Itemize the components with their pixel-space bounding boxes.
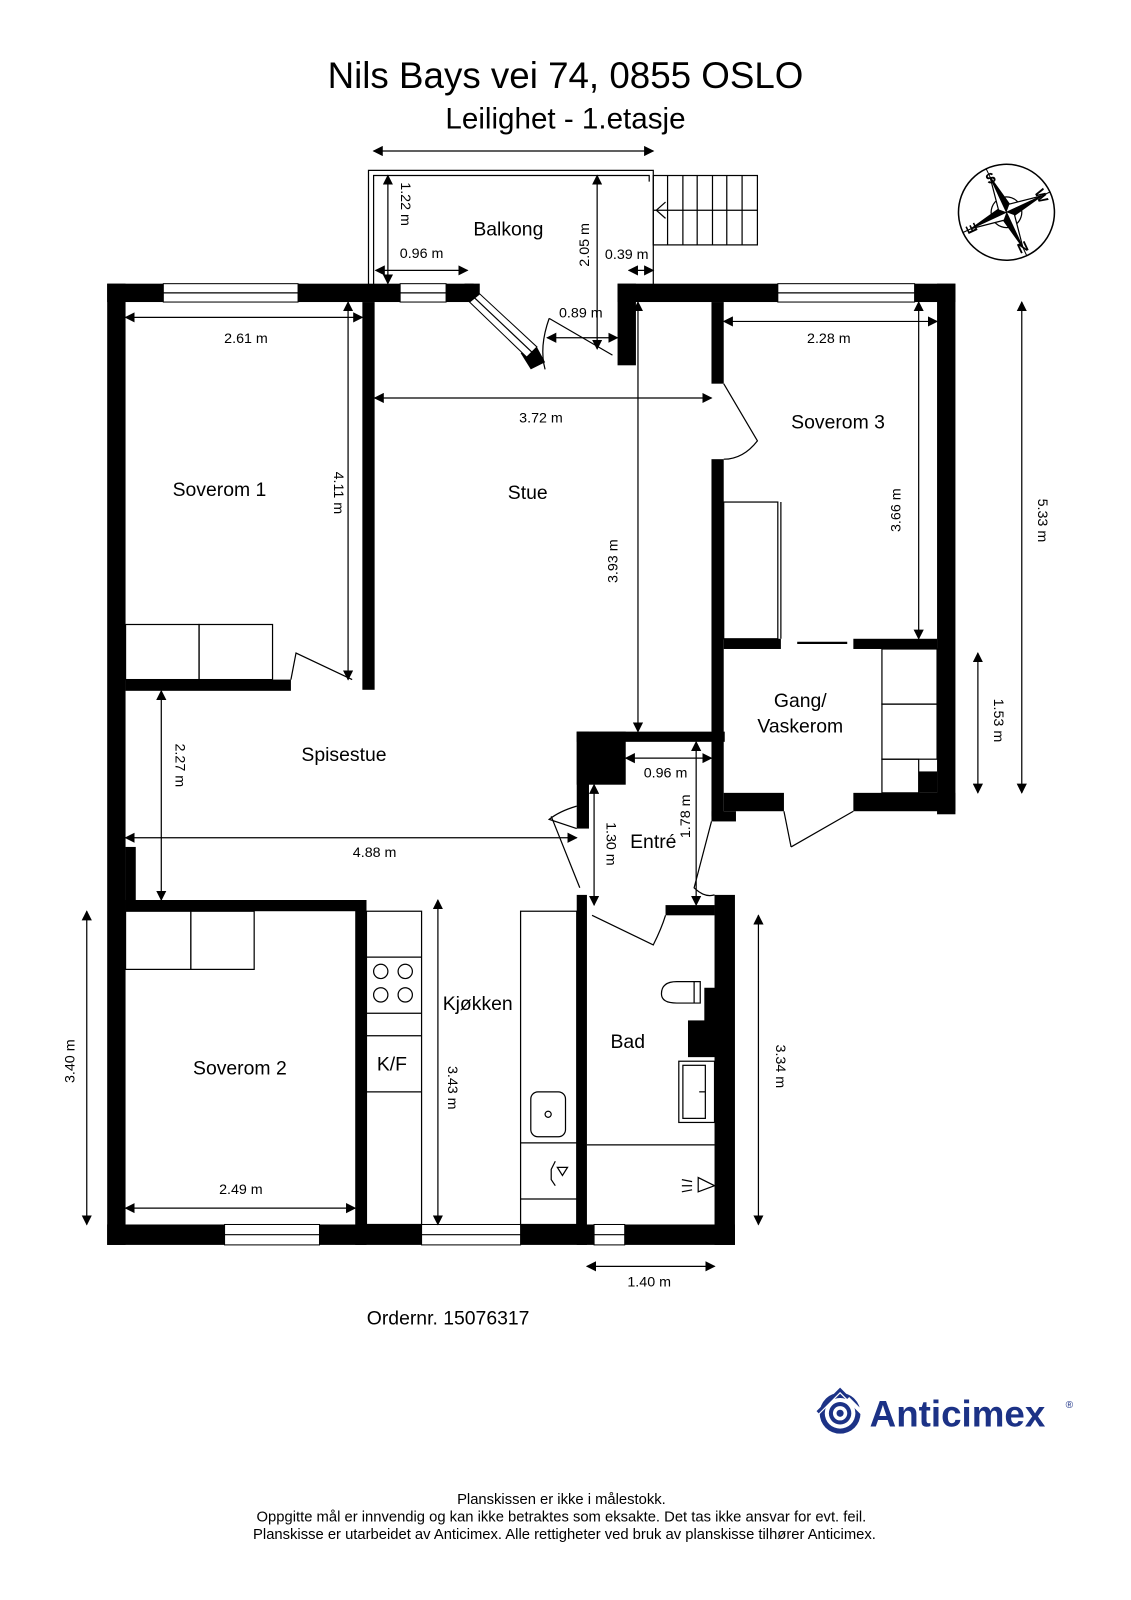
dim-total-right: 5.33 m <box>1034 499 1050 543</box>
dim-soverom1-length: 4.11 m <box>330 472 346 515</box>
room-stue: Stue <box>508 482 548 504</box>
address-title: Nils Bays vei 74, 0855 OSLO <box>328 55 804 96</box>
room-balkong: Balkong <box>473 219 543 241</box>
room-gang-line2: Vaskerom <box>757 716 843 738</box>
dim-balkong-left: 0.96 m <box>400 246 444 262</box>
balcony <box>367 169 759 289</box>
dim-stue-length: 3.93 m <box>606 539 622 583</box>
dim-balkong-depth: 1.22 m <box>397 182 413 226</box>
dim-balkong-right: 0.39 m <box>605 247 649 263</box>
dim-door-width: 0.89 m <box>559 305 603 321</box>
anticimex-logo: Anticimex ® <box>814 1387 1074 1435</box>
dim-soverom2-length: 3.40 m <box>63 1039 79 1083</box>
walls <box>107 283 956 1245</box>
compass-rose-icon: S N E W <box>957 163 1056 261</box>
dim-spisestue-width: 4.88 m <box>353 845 397 861</box>
room-soverom2: Soverom 2 <box>193 1057 287 1079</box>
dim-bad-width: 1.40 m <box>627 1275 671 1291</box>
dim-soverom2-width: 2.49 m <box>219 1182 263 1198</box>
dim-kjokken-length: 3.43 m <box>444 1066 460 1110</box>
dim-entre-depth2: 1.78 m <box>678 795 694 839</box>
dim-entre-depth1: 1.30 m <box>602 822 618 866</box>
footer-disclaimer: Planskissen er ikke i målestokk. Oppgitt… <box>253 1492 876 1543</box>
dimension-lines <box>81 145 1027 1272</box>
room-bad: Bad <box>611 1031 645 1053</box>
footer-line-1: Planskissen er ikke i målestokk. <box>457 1492 666 1508</box>
floor-subtitle: Leilighet - 1.etasje <box>445 103 685 136</box>
room-gang-line1: Gang/ <box>774 690 827 712</box>
room-entre: Entré <box>630 831 676 853</box>
windows <box>162 283 916 1246</box>
fixtures <box>124 501 938 1226</box>
dim-balkong-height: 2.05 m <box>577 223 593 267</box>
dim-spisestue-depth: 2.27 m <box>172 743 188 787</box>
dim-soverom1-width: 2.61 m <box>224 331 268 347</box>
dimension-labels: 1.22 m 0.96 m 2.05 m 0.39 m 0.89 m 2.61 … <box>63 182 1051 1290</box>
order-number: Ordernr. 15076317 <box>367 1307 530 1329</box>
room-spisestue: Spisestue <box>301 744 386 766</box>
room-labels: Balkong Soverom 1 Stue Soverom 3 Gang/ V… <box>173 219 885 1080</box>
dim-soverom3-width: 2.28 m <box>807 331 851 347</box>
dim-stue-width: 3.72 m <box>519 410 563 426</box>
room-soverom1: Soverom 1 <box>173 479 267 501</box>
dim-gang-length: 1.53 m <box>990 699 1006 743</box>
room-kf: K/F <box>377 1053 407 1075</box>
compass-w: W <box>1031 187 1051 206</box>
dim-bad-length: 3.34 m <box>772 1045 788 1089</box>
footer-line-3: Planskisse er utarbeidet av Anticimex. A… <box>253 1527 876 1543</box>
anticimex-logo-icon <box>814 1387 867 1434</box>
room-kjokken: Kjøkken <box>443 993 513 1015</box>
registered-mark: ® <box>1066 1400 1074 1411</box>
anticimex-wordmark: Anticimex <box>870 1394 1046 1435</box>
dim-entre-width: 0.96 m <box>644 766 688 782</box>
dim-soverom3-length: 3.66 m <box>888 488 904 532</box>
footer-line-2: Oppgitte mål er innvendig og kan ikke be… <box>257 1509 867 1525</box>
room-soverom3: Soverom 3 <box>791 412 885 434</box>
